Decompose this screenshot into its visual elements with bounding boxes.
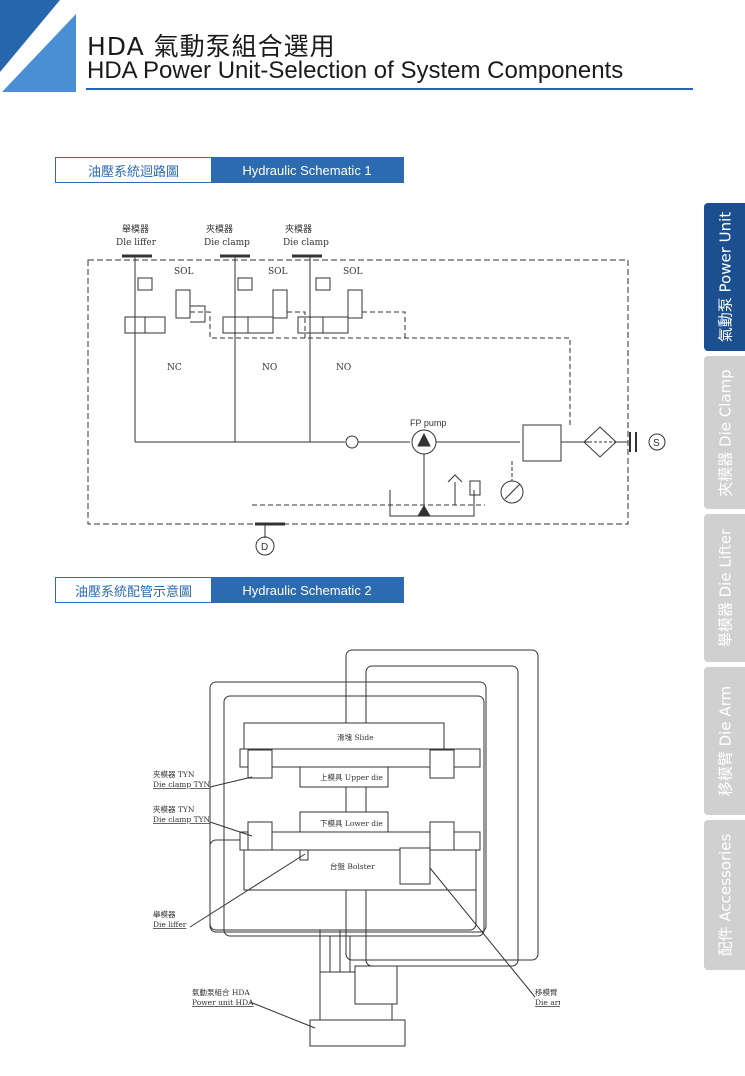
- sol-label-3: SOL: [343, 267, 363, 277]
- side-tab-accessories[interactable]: 配件 Accessories: [704, 820, 745, 970]
- actuator-2-en: Die clamp: [204, 238, 250, 248]
- side-tab-die-arm[interactable]: 移模臂 Die Arm: [704, 667, 745, 815]
- title-underline: [86, 88, 693, 90]
- section-label-schematic-2: 油壓系統配管示意圖 Hydraulic Schematic 2: [55, 577, 404, 603]
- hydraulic-schematic-1: 舉模器 Dle liffer 夾模器 Die clamp 夾模器 Die cla…: [87, 224, 666, 556]
- side-tab-label: 舉模器 Die Lifter: [716, 528, 734, 648]
- section-label-zh: 油壓系統配管示意圖: [56, 578, 211, 602]
- side-tab-label: 夾模器 Die Clamp: [716, 368, 734, 497]
- callout-arm-en: Die arm: [535, 998, 560, 1007]
- port-s-label: S: [653, 438, 660, 449]
- actuator-3-zh: 夾模器: [285, 224, 312, 235]
- side-tab-power-unit[interactable]: 氣動泵 Power Unit: [704, 203, 745, 351]
- callout-power-zh: 氣動泵組合 HDA: [192, 987, 250, 997]
- callout-arm-zh: 移模臂: [535, 987, 558, 997]
- sol-label-1: SOL: [174, 267, 194, 277]
- side-tab-die-clamp[interactable]: 夾模器 Die Clamp: [704, 356, 745, 509]
- section-label-zh: 油壓系統迴路圖: [56, 158, 211, 182]
- section-label-schematic-1: 油壓系統迴路圖 Hydraulic Schematic 1: [55, 157, 404, 183]
- actuator-3-en: Die clamp: [283, 238, 329, 248]
- page-title-en: HDA Power Unit-Selection of System Compo…: [87, 57, 624, 84]
- callout-clamp-top-en: Die clamp TYN: [153, 780, 211, 789]
- corner-logo-triangles: [0, 0, 76, 92]
- bolster-label: 台盤 Bolster: [330, 861, 375, 871]
- slide-label: 滑塊 Slide: [337, 732, 374, 742]
- callout-power-en: Power unit HDA: [192, 998, 254, 1007]
- side-tab-label: 配件 Accessories: [716, 833, 734, 957]
- lower-die-label: 下模具 Lower die: [320, 818, 383, 828]
- callout-clamp-bottom-zh: 夾模器 TYN: [153, 804, 195, 814]
- callout-lifter-zh: 舉模器: [153, 909, 176, 919]
- side-tab-label: 氣動泵 Power Unit: [716, 211, 734, 343]
- pump-label: FP pump: [410, 418, 446, 428]
- page-title-zh: HDA 氣動泵組合選用: [87, 32, 336, 61]
- valve-state-1: NC: [167, 363, 182, 373]
- actuator-2-zh: 夾模器: [206, 224, 233, 235]
- callout-clamp-top-zh: 夾模器 TYN: [153, 769, 195, 779]
- upper-die-label: 上模具 Upper die: [320, 772, 383, 782]
- section-label-en: Hydraulic Schematic 2: [211, 578, 403, 602]
- section-label-en: Hydraulic Schematic 1: [211, 158, 403, 182]
- callout-lifter-en: Die liffer: [153, 920, 187, 929]
- side-tab-label: 移模臂 Die Arm: [716, 685, 734, 797]
- actuator-1-en: Dle liffer: [116, 238, 157, 248]
- valve-state-2: NO: [262, 363, 277, 373]
- callout-clamp-bottom-en: Die clamp TYN: [153, 815, 211, 824]
- valve-state-3: NO: [336, 363, 351, 373]
- side-tab-die-lifter[interactable]: 舉模器 Die Lifter: [704, 514, 745, 662]
- sol-label-2: SOL: [268, 267, 288, 277]
- port-d-label: D: [261, 542, 268, 553]
- hydraulic-schematic-2: 滑塊 Slide 上模具 Upper die 下模具 Lower die 台盤 …: [153, 649, 560, 1047]
- actuator-1-zh: 舉模器: [122, 224, 149, 235]
